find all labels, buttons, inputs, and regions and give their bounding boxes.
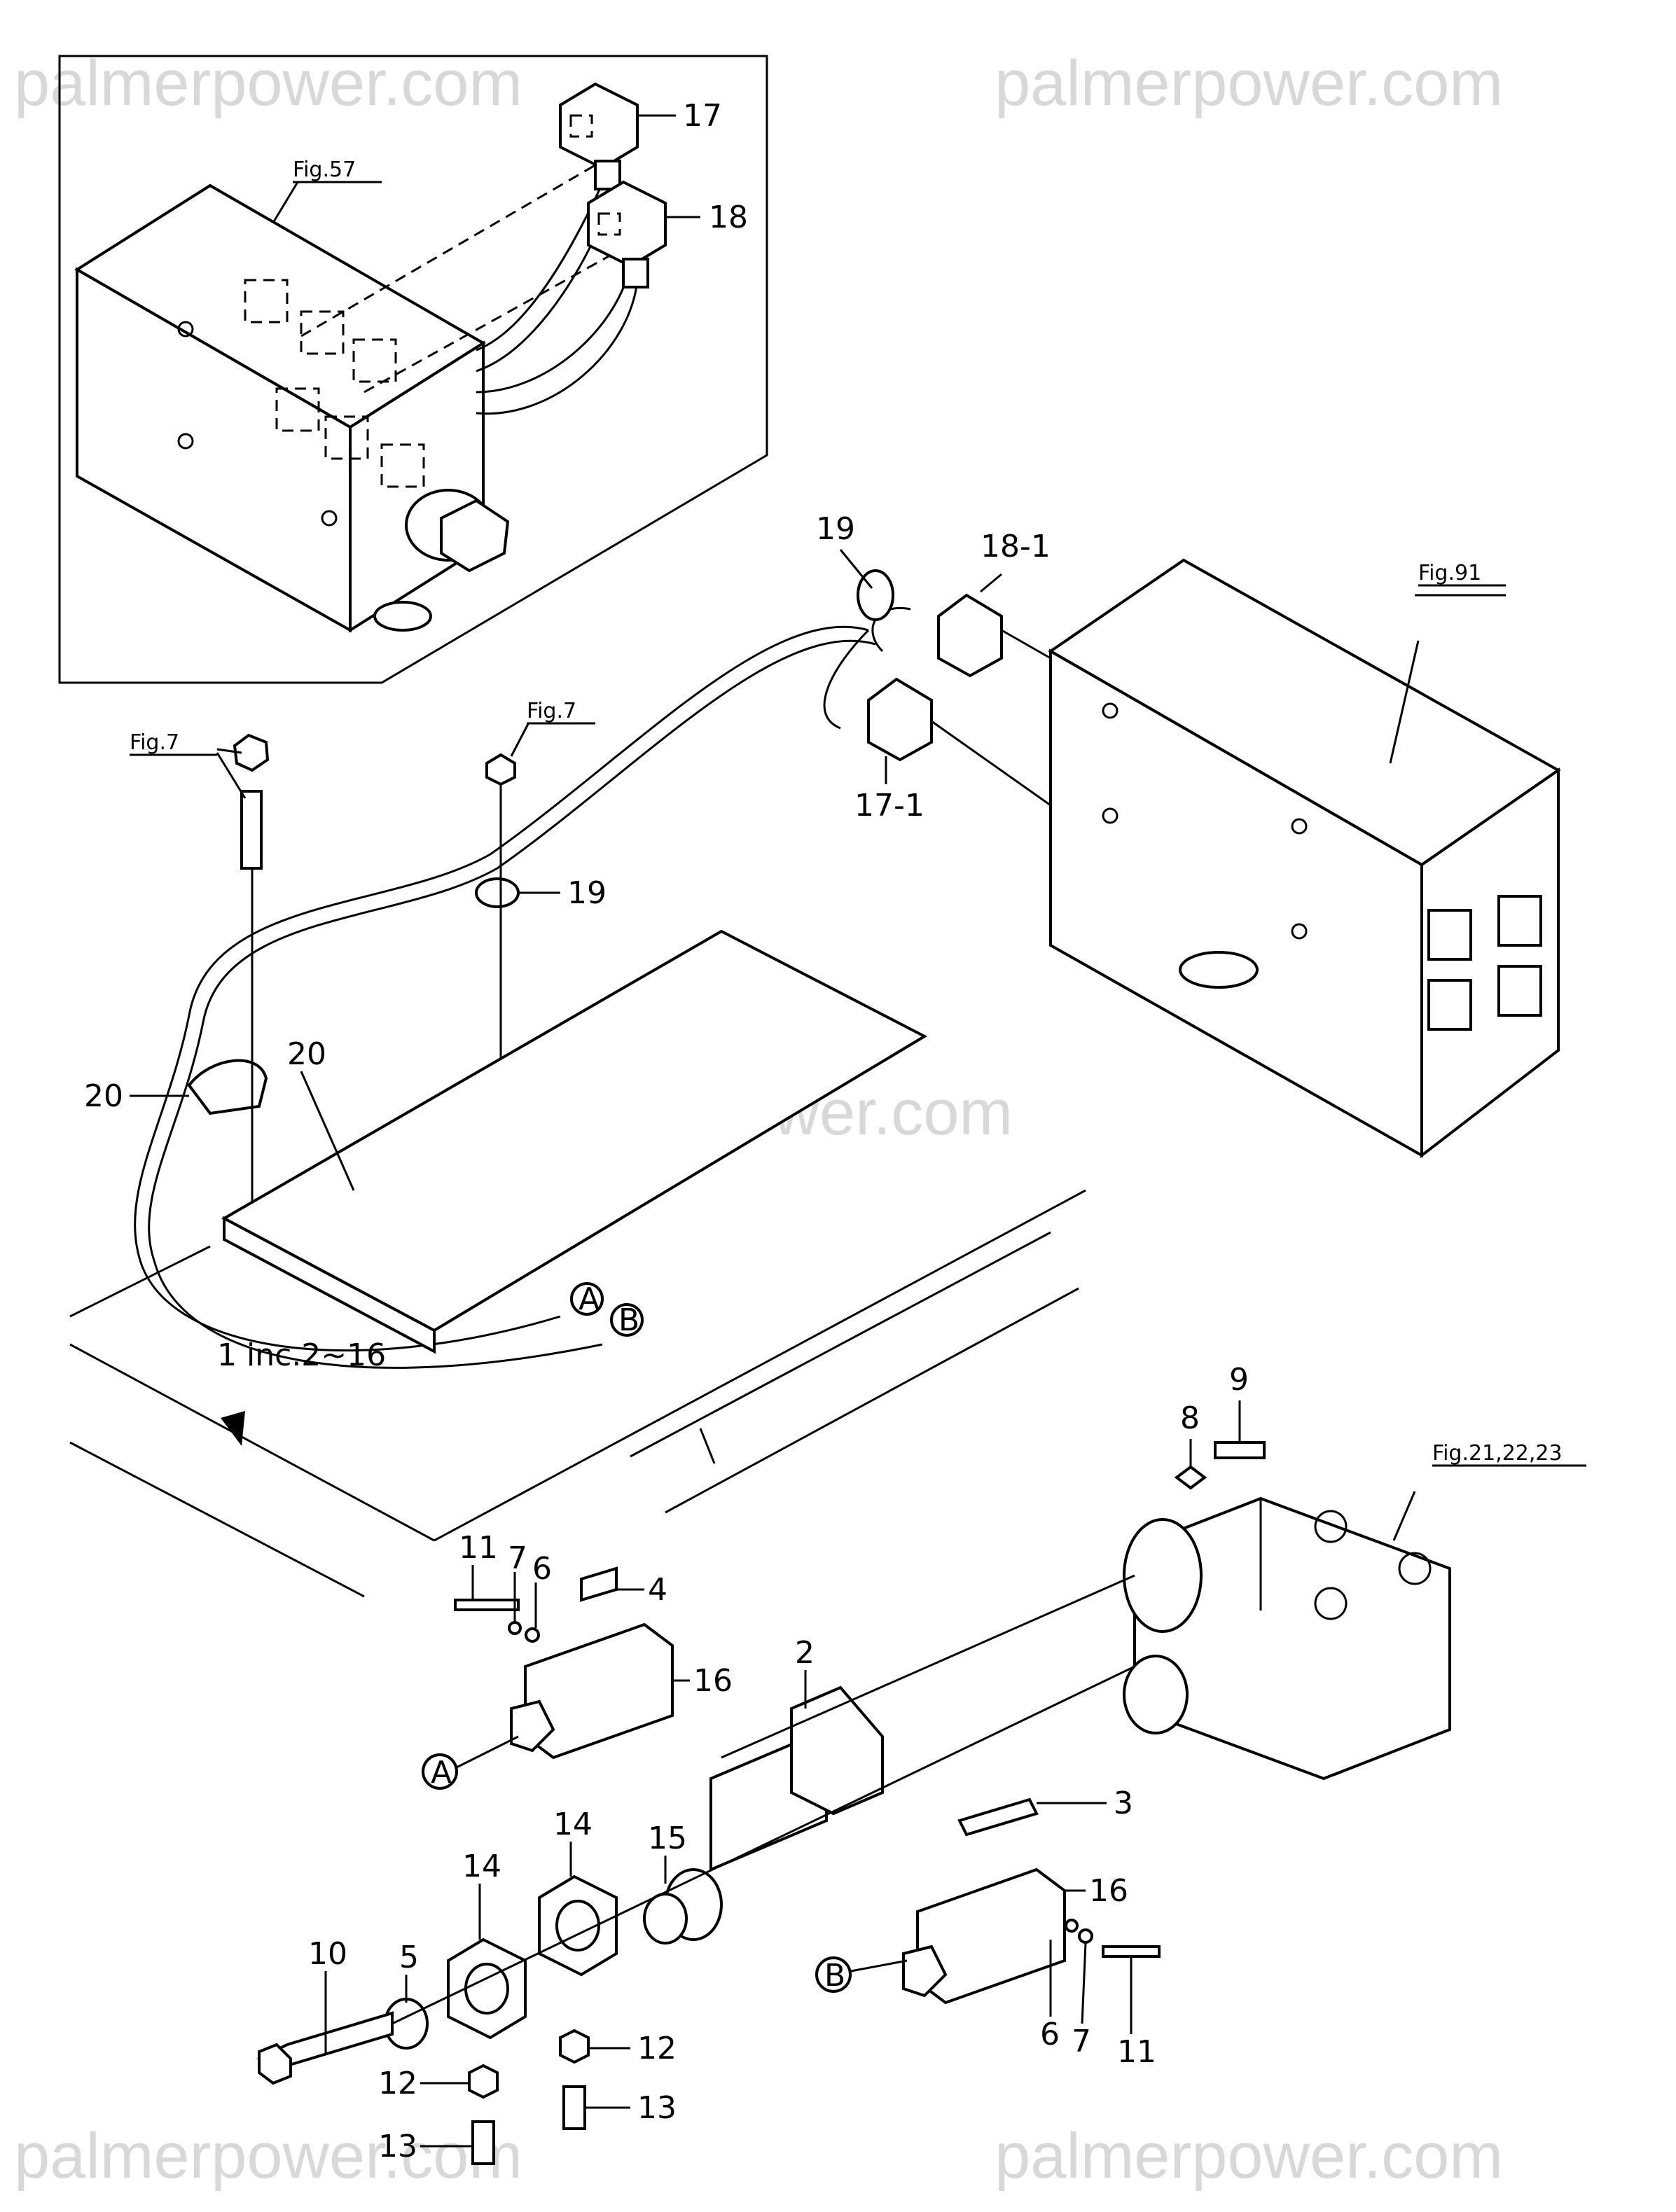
bolt-13-right xyxy=(562,2085,586,2130)
screw-11-upper xyxy=(454,1599,520,1611)
leader-lines xyxy=(130,549,1506,2148)
label-plate-3 xyxy=(957,1797,1039,1837)
sensor-16-lower xyxy=(916,1867,1066,2005)
washer-6-upper xyxy=(525,1627,540,1643)
callout: 7 xyxy=(1072,2024,1091,2059)
clamp-19-lower xyxy=(475,877,520,908)
washer-7-upper xyxy=(508,1621,522,1635)
pump-body xyxy=(1123,1496,1451,1781)
callout: 19 xyxy=(567,875,607,911)
connector-18-1 xyxy=(937,593,1003,678)
marker-a xyxy=(570,1282,604,1316)
label-plate-4 xyxy=(580,1566,618,1602)
bolt-head xyxy=(485,753,516,786)
callout: 8 xyxy=(1180,1400,1200,1436)
watermark: palmerpower.com xyxy=(995,48,1503,119)
fig-ref-7-right: Fig.7 xyxy=(527,699,576,723)
hex-plug xyxy=(440,499,510,573)
marker-a-lower xyxy=(422,1753,458,1790)
callout: 16 xyxy=(1089,1873,1128,1909)
marker-b xyxy=(610,1303,644,1337)
callout: 16 xyxy=(693,1663,733,1699)
screw-11-lower xyxy=(1102,1945,1161,1958)
watermark: palmerpower.com xyxy=(14,48,522,119)
marker-b-lower xyxy=(815,1956,852,1993)
nut-12-right xyxy=(559,2029,590,2064)
callout: 20 xyxy=(287,1036,326,1072)
nut-12-left xyxy=(468,2064,499,2099)
wire-harness xyxy=(134,625,869,1352)
fig-ref-91: Fig.91 xyxy=(1418,561,1481,585)
fig-ref-7-left: Fig.7 xyxy=(130,730,179,755)
washer-6-lower xyxy=(1065,1919,1079,1933)
callout: 17-1 xyxy=(854,788,924,823)
callout: 18 xyxy=(709,200,748,235)
marker-a-lower-label: A xyxy=(431,1755,452,1790)
callout: 13 xyxy=(637,2090,677,2126)
washer-7-lower xyxy=(1078,1928,1093,1944)
connector-18 xyxy=(587,180,667,288)
controller-side xyxy=(1420,767,1560,1159)
bolt-9 xyxy=(1214,1441,1266,1459)
callout: 4 xyxy=(648,1572,667,1608)
callout: 3 xyxy=(1114,1786,1133,1821)
direction-arrow xyxy=(221,1411,245,1446)
callout: 9 xyxy=(1229,1362,1249,1398)
inset-detail xyxy=(58,55,768,684)
fig-ref-57: Fig.57 xyxy=(293,158,356,182)
marker-b-lower-label: B xyxy=(824,1958,845,1994)
callout: 15 xyxy=(648,1821,687,1856)
callout: 14 xyxy=(462,1849,501,1884)
watermark: palmerpower.com xyxy=(995,2120,1503,2192)
callout: 5 xyxy=(399,1940,419,1975)
clamp-20-left xyxy=(187,1059,268,1115)
controller-box xyxy=(1048,558,1561,1159)
assembly-note: 1 inc.2~16 xyxy=(217,1337,386,1373)
callout: 12 xyxy=(378,2066,417,2101)
callout: 7 xyxy=(508,1540,527,1576)
inset-frame xyxy=(58,55,768,684)
washer-8 xyxy=(1174,1465,1207,1490)
marker-b-label: B xyxy=(618,1302,639,1338)
sensor-16-upper xyxy=(524,1622,674,1760)
callout: 19 xyxy=(816,511,855,547)
callout: 2 xyxy=(795,1635,815,1671)
callout: 10 xyxy=(308,1936,347,1972)
connector-17 xyxy=(559,82,639,190)
watermark: palmerpower.com xyxy=(14,2120,522,2192)
callout: 6 xyxy=(532,1551,552,1587)
nut xyxy=(233,733,270,772)
callout: 11 xyxy=(1117,2034,1156,2070)
connector-17-1 xyxy=(867,677,933,762)
callout: 17 xyxy=(683,98,722,134)
callout: 20 xyxy=(84,1078,123,1114)
fig-ref-21-22-23: Fig.21,22,23 xyxy=(1432,1441,1563,1466)
marker-a-label: A xyxy=(579,1281,600,1317)
callout: 11 xyxy=(459,1530,498,1566)
bolt-13-left xyxy=(471,2120,495,2165)
callout: 6 xyxy=(1040,2017,1060,2052)
callout: 14 xyxy=(553,1807,593,1842)
stud-bolt xyxy=(240,790,263,870)
callout: 12 xyxy=(637,2031,677,2066)
callout: 13 xyxy=(378,2129,417,2164)
callout: 18-1 xyxy=(981,529,1051,564)
